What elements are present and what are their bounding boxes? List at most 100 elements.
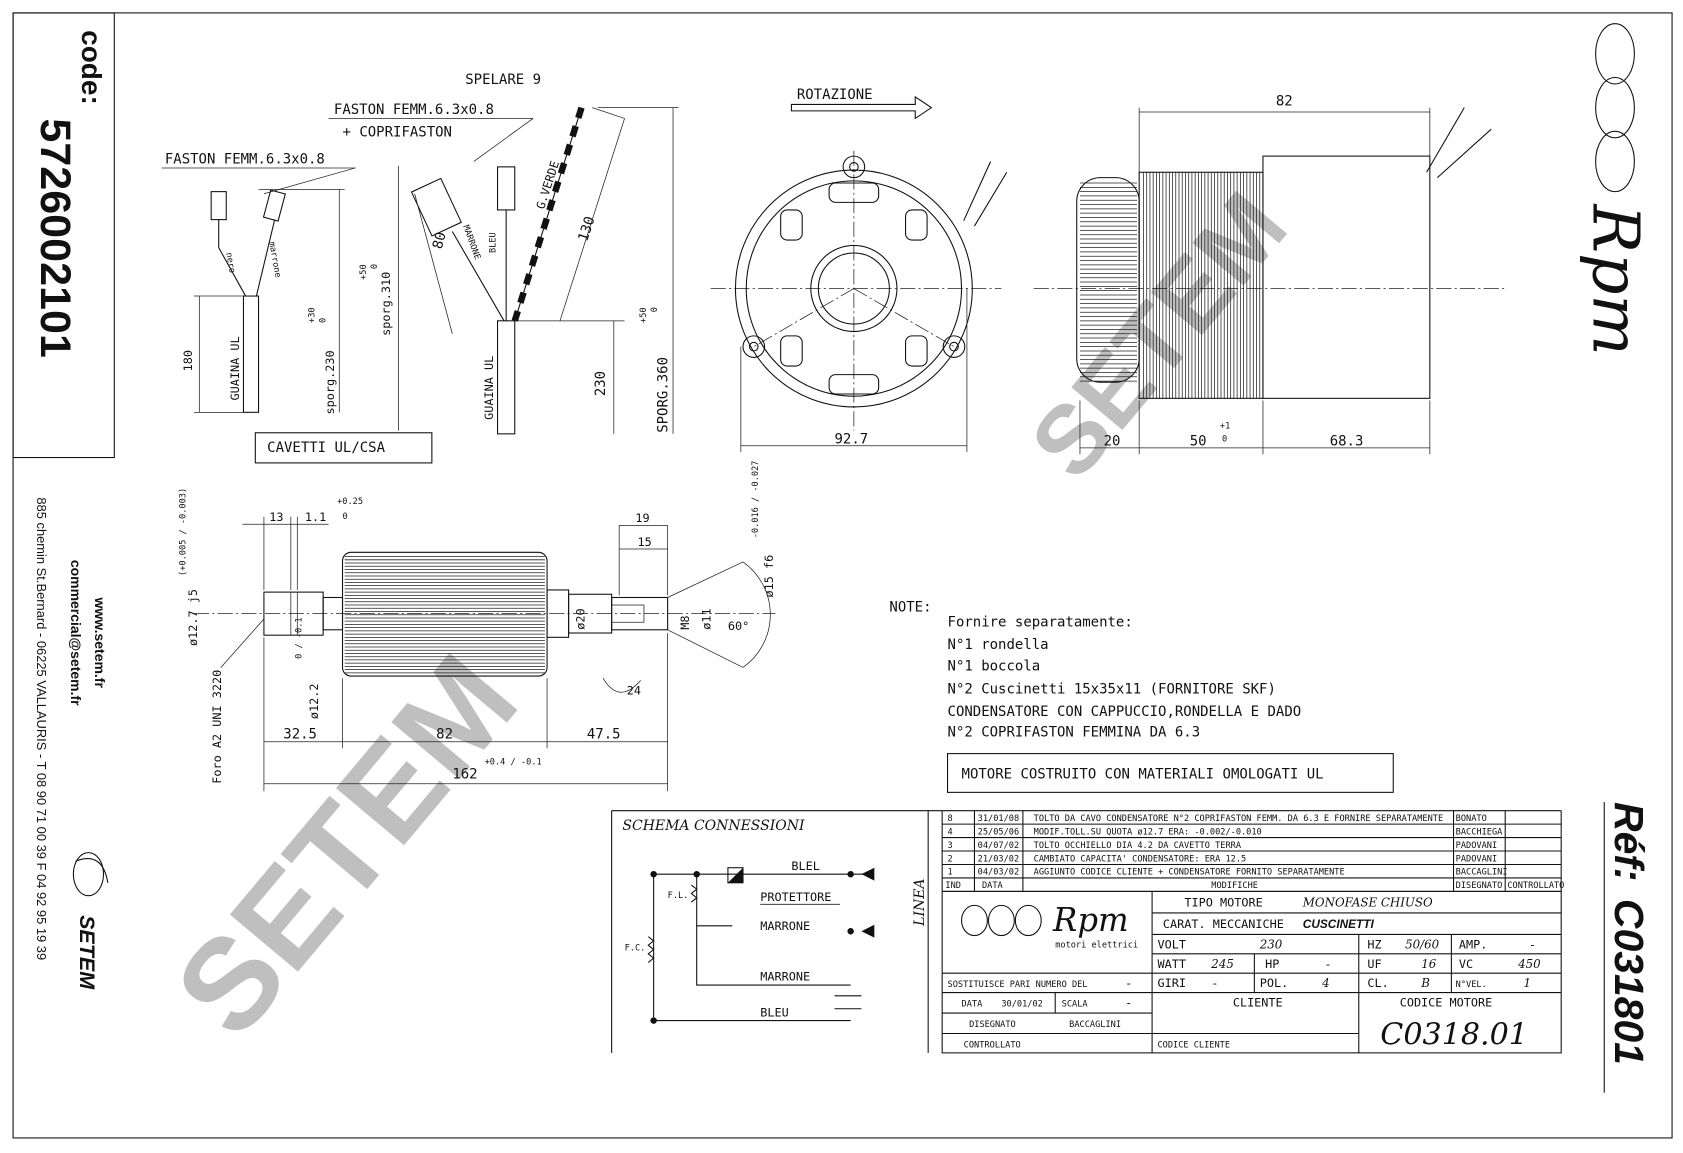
note-line: Fornire separatamente:	[948, 615, 1133, 631]
foro-label: Foro A2 UNI 3220	[210, 670, 224, 784]
revision-ind: 8	[948, 814, 953, 824]
revision-drawn: BACCAGLINI	[1456, 868, 1508, 878]
revision-header-data: DATA	[982, 881, 1004, 891]
revision-header-ind: IND	[945, 881, 961, 891]
dim-68-3: 68.3	[1330, 434, 1364, 450]
guaina-label-2: GUAINA UL	[482, 356, 496, 420]
email: commercial@setem.fr	[68, 560, 84, 706]
disegnato-value: BACCAGLINI	[1069, 1020, 1121, 1030]
revision-desc: TOLTO OCCHIELLO DIA 4.2 DA CAVETTO TERRA	[1034, 841, 1242, 851]
revision-date: 25/05/06	[978, 827, 1019, 837]
sheet-border	[12, 12, 1673, 1139]
nvel-label: N°VEL.	[1456, 980, 1487, 990]
marrone-label: MARRONE	[760, 919, 810, 933]
protettore-label: PROTETTORE	[760, 890, 831, 904]
codice-motore-label: CODICE MOTORE	[1400, 996, 1493, 1010]
rpm-logo-text: Rpm	[1577, 204, 1652, 356]
cliente-label: CLIENTE	[1233, 996, 1283, 1010]
motor-side-view: 82 20 50 +1 0 68.3	[1033, 94, 1508, 455]
giri-label: GIRI	[1157, 976, 1186, 990]
volt-label: VOLT	[1157, 937, 1186, 951]
giri-value: -	[1211, 976, 1218, 990]
faston-label-2: FASTON FEMM.6.3x0.8	[334, 102, 494, 118]
revision-ind: 3	[948, 841, 953, 851]
hz-value: 50/60	[1405, 937, 1440, 951]
revision-desc: AGGIUNTO CODICE CLIENTE + CONDENSATORE F…	[1034, 868, 1345, 878]
hp-value: -	[1324, 957, 1331, 971]
revision-drawn: BACCHIEGA	[1456, 827, 1503, 837]
dim-47-5: 47.5	[587, 727, 621, 743]
tol: +0.25	[337, 497, 363, 507]
data-value: 30/01/02	[1001, 1000, 1042, 1010]
carat-label: CARAT. MECCANICHE	[1163, 917, 1284, 931]
revision-ind: 4	[948, 827, 953, 837]
motor-front-view: ROTAZIONE 92.7	[710, 87, 1008, 453]
revision-desc: TOLTO DA CAVO CONDENSATORE N°2 COPRIFAST…	[1034, 814, 1443, 824]
revision-row: 3 04/07/02 TOLTO OCCHIELLO DIA 4.2 DA CAVE…	[948, 841, 1498, 851]
rpm-title-logo: Rpm motori elettrici	[960, 901, 1138, 950]
rpm-logo: Rpm	[1577, 23, 1652, 356]
sostituisce-label: SOSTITUISCE PARI NUMERO DEL	[948, 980, 1088, 990]
hz-label: HZ	[1367, 937, 1381, 951]
bleu-label: BLEU	[760, 1005, 789, 1019]
faston-label: FASTON FEMM.6.3x0.8	[165, 152, 325, 168]
dim-20: 20	[1104, 434, 1121, 450]
watermark: SETEM	[148, 629, 544, 1062]
vc-label: VC	[1459, 957, 1473, 971]
codice-motore-value: C0318.01	[1380, 1017, 1528, 1052]
schema-title: SCHEMA CONNESSIONI	[622, 818, 805, 834]
uf-label: UF	[1367, 957, 1381, 971]
tol: 0 / -0.1	[295, 617, 305, 658]
cl-value: B	[1420, 976, 1430, 990]
codice-cliente-label: CODICE CLIENTE	[1157, 1040, 1230, 1050]
amp-label: AMP.	[1459, 937, 1488, 951]
revision-date: 04/07/02	[978, 841, 1019, 851]
dim-1-1: 1.1	[305, 510, 326, 524]
revision-desc: CAMBIATO CAPACITA' CONDENSATORE: ERA 12.…	[1034, 854, 1247, 864]
note-line: N°1 rondella	[948, 637, 1049, 653]
revision-drawn: PADOVANI	[1456, 854, 1497, 864]
notes: NOTE: Fornire separatamente: N°1 rondell…	[889, 599, 1394, 793]
marrone-label: marrone	[266, 241, 282, 278]
dim-92-7: 92.7	[835, 432, 869, 448]
ref-label: Réf:	[1606, 802, 1652, 882]
tol: +50	[359, 264, 369, 280]
revision-header-disegnato: DISEGNATO	[1456, 881, 1503, 891]
watt-value: 245	[1210, 957, 1234, 971]
revision-ind: 2	[948, 854, 953, 864]
revision-header-modifiche: MODIFICHE	[1211, 881, 1258, 891]
revision-date: 04/03/02	[978, 868, 1019, 878]
nero-label: nero	[223, 252, 236, 274]
watt-label: WATT	[1157, 957, 1186, 971]
setem-logo: SETEM	[72, 852, 109, 990]
uf-value: 16	[1421, 957, 1437, 971]
dim-sporg310: sporg.310	[379, 272, 393, 336]
pol-value: 4	[1321, 976, 1330, 990]
volt-value: 230	[1259, 937, 1283, 951]
pol-label: POL.	[1260, 976, 1289, 990]
dim-19: 19	[635, 511, 649, 525]
tol: (+0.005 / -0.003)	[178, 488, 188, 576]
scala-value: -	[1125, 996, 1132, 1010]
vc-value: 450	[1517, 957, 1541, 971]
spelare-label: SPELARE 9	[465, 72, 541, 88]
dim-50: 50	[1190, 434, 1207, 450]
rotation-label: ROTAZIONE	[797, 87, 873, 103]
fl-label: F.L.	[668, 891, 689, 901]
notes-title: NOTE:	[889, 599, 931, 615]
coprifaston-label: + COPRIFASTON	[343, 125, 452, 141]
blel-label: BLEL	[791, 859, 820, 873]
revision-drawn: PADOVANI	[1456, 841, 1497, 851]
nvel-value: 1	[1524, 976, 1532, 990]
controllato-label: CONTROLLATO	[964, 1040, 1021, 1050]
title-block: Rpm motori elettrici TIPO MOTORE MONOFAS…	[941, 890, 1562, 1054]
linea-label: LINEA	[912, 878, 928, 926]
revision-ind: 1	[948, 868, 953, 878]
amp-value: -	[1529, 937, 1536, 951]
cavetti-box	[254, 432, 433, 464]
